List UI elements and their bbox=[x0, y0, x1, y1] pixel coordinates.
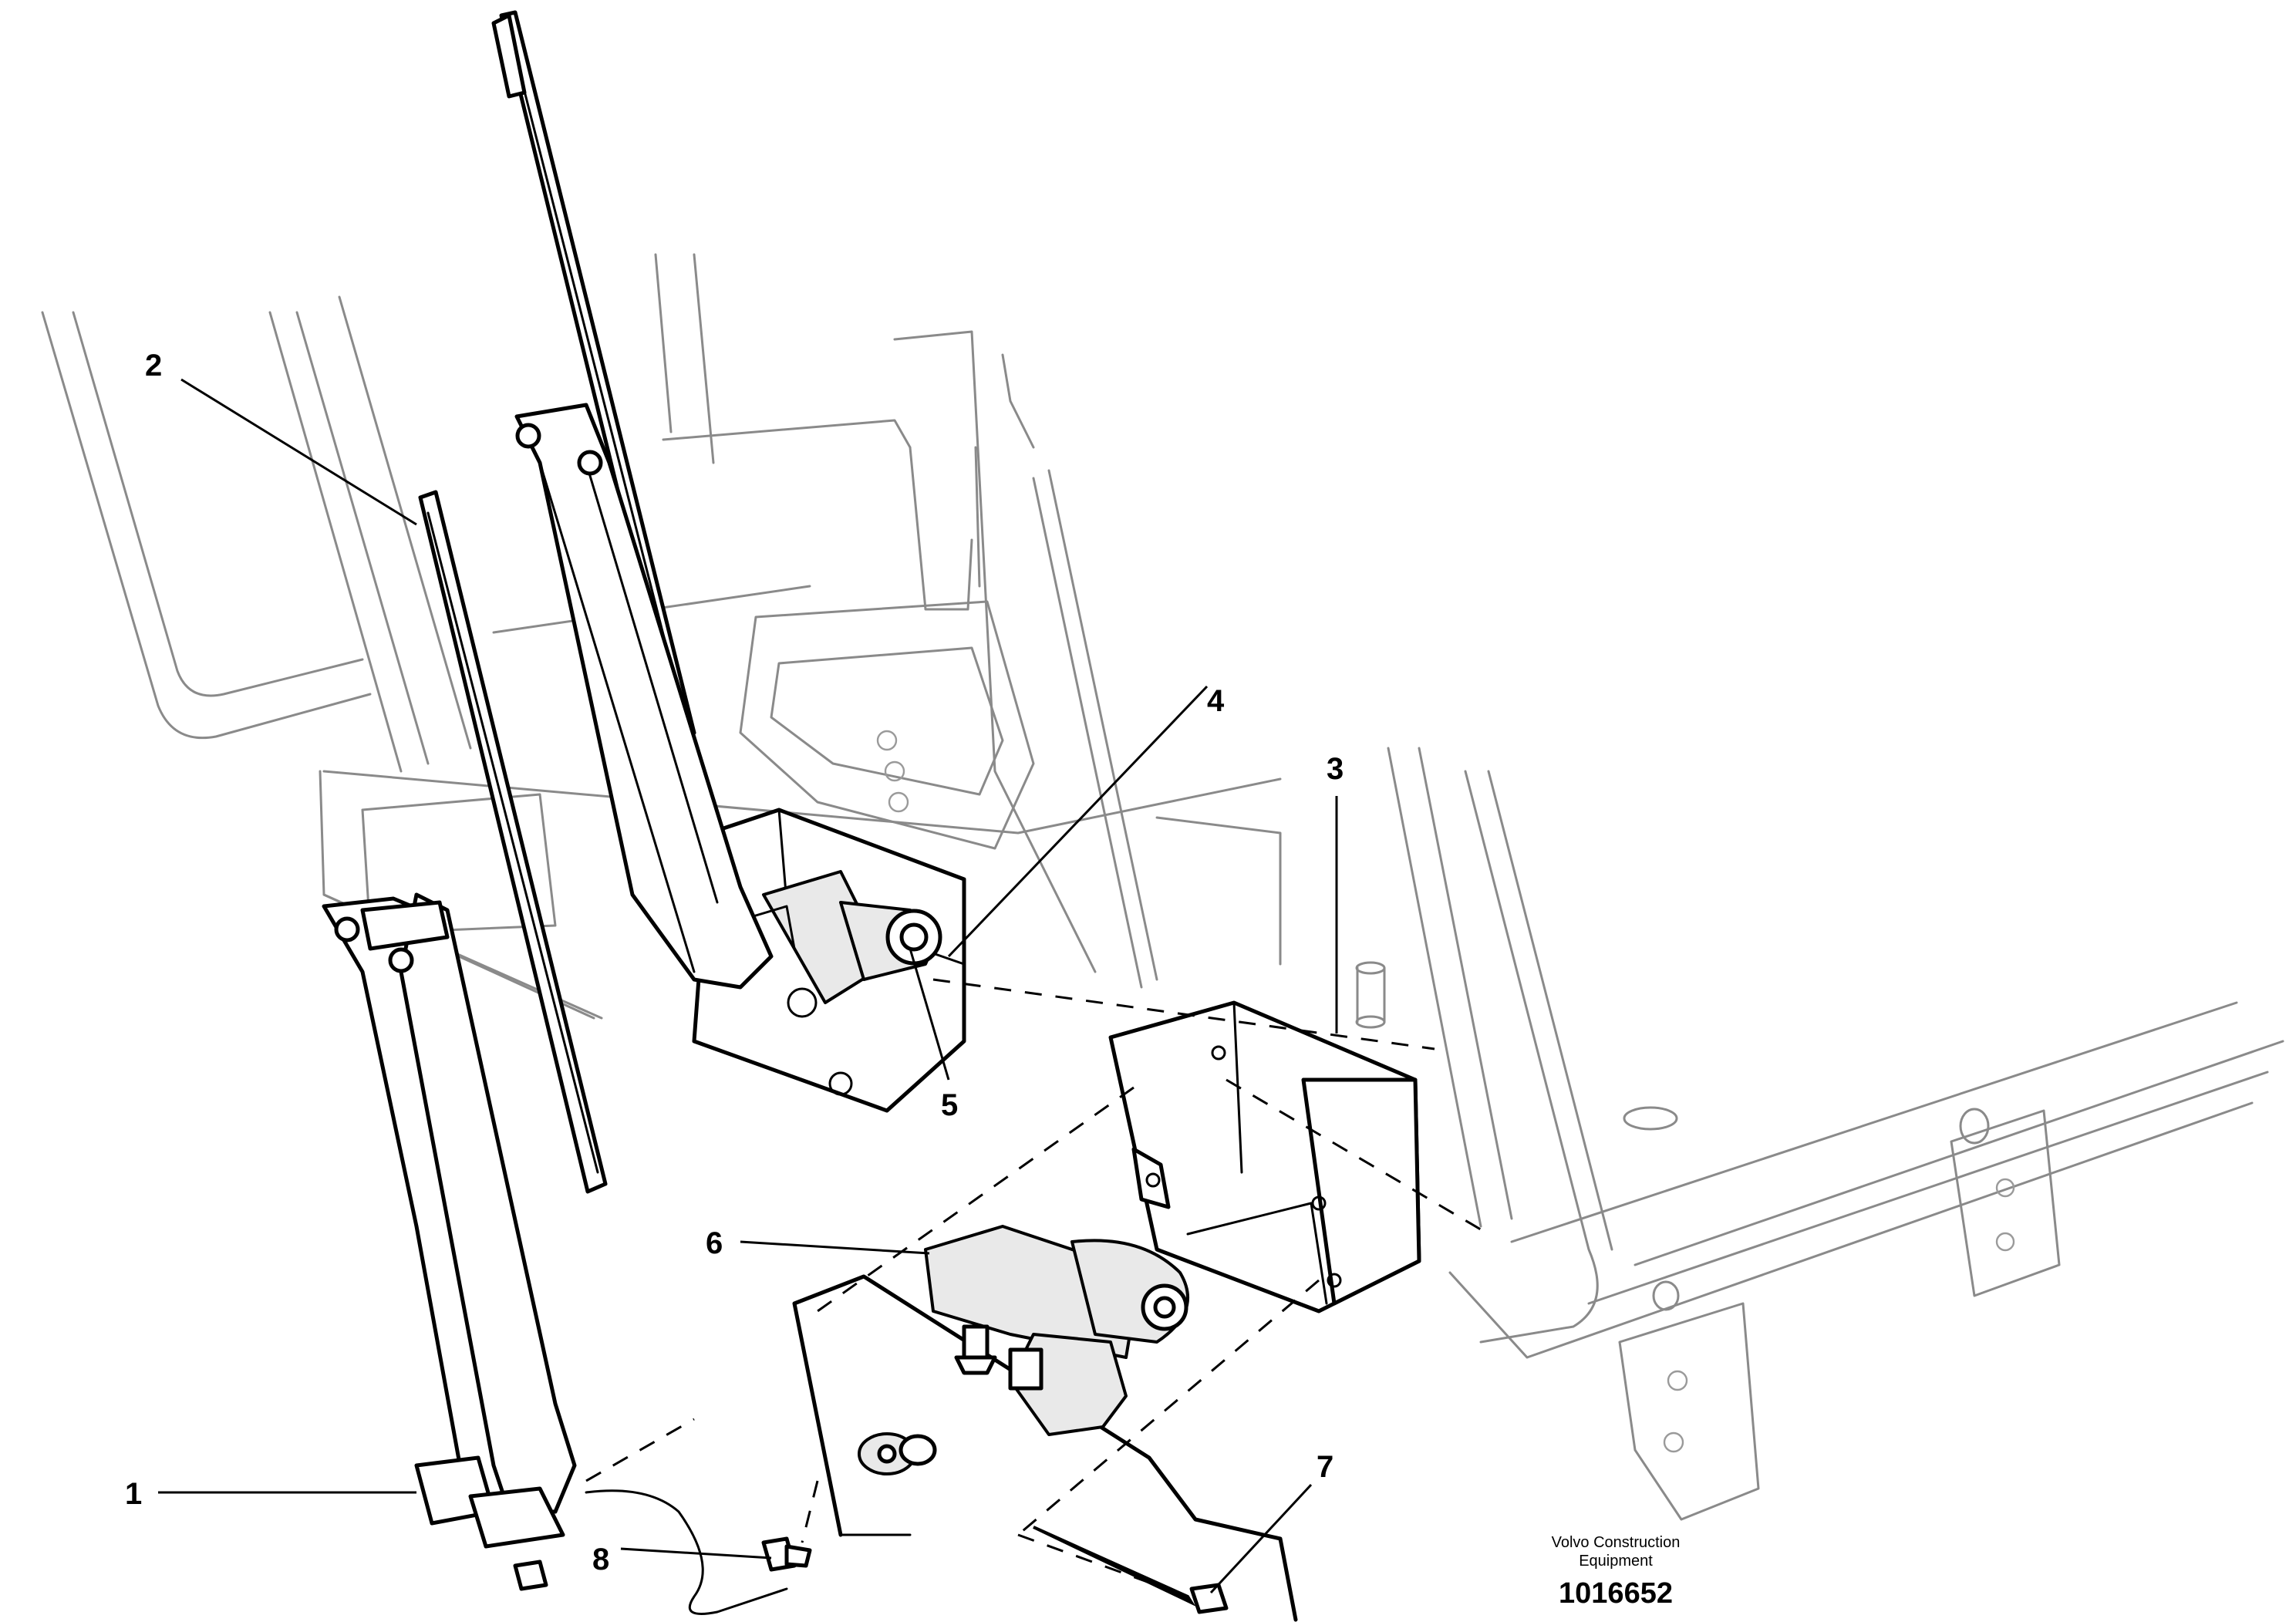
callout-leaders bbox=[158, 378, 1338, 1594]
callout-2: 2 bbox=[145, 349, 162, 383]
credit-line-2: Equipment bbox=[1579, 1553, 1653, 1570]
wiper-blade-upper-part bbox=[322, 10, 774, 1591]
upper-motor-assembly bbox=[692, 808, 966, 1113]
drawing-credit: Volvo Construction Equipment 1016652 bbox=[1552, 1534, 1681, 1610]
callout-8: 8 bbox=[592, 1543, 609, 1576]
callout-7: 7 bbox=[1317, 1450, 1333, 1484]
callout-6: 6 bbox=[706, 1226, 723, 1260]
callout-5: 5 bbox=[941, 1088, 958, 1122]
document-number: 1016652 bbox=[1559, 1577, 1673, 1610]
callout-3: 3 bbox=[1327, 752, 1344, 786]
callout-labels: 1 2 3 4 5 6 7 8 bbox=[125, 349, 1344, 1576]
callout-1: 1 bbox=[125, 1477, 142, 1511]
motor-cover-part bbox=[1108, 1000, 1421, 1313]
washer-nozzle-part bbox=[585, 1489, 812, 1615]
credit-line-1: Volvo Construction bbox=[1552, 1534, 1681, 1551]
callout-4: 4 bbox=[1207, 684, 1225, 718]
mounting-screw-part bbox=[1033, 1526, 1229, 1614]
assembly-dash-lines bbox=[585, 978, 1489, 1598]
wiper-motor-lower-part bbox=[792, 1225, 1298, 1622]
